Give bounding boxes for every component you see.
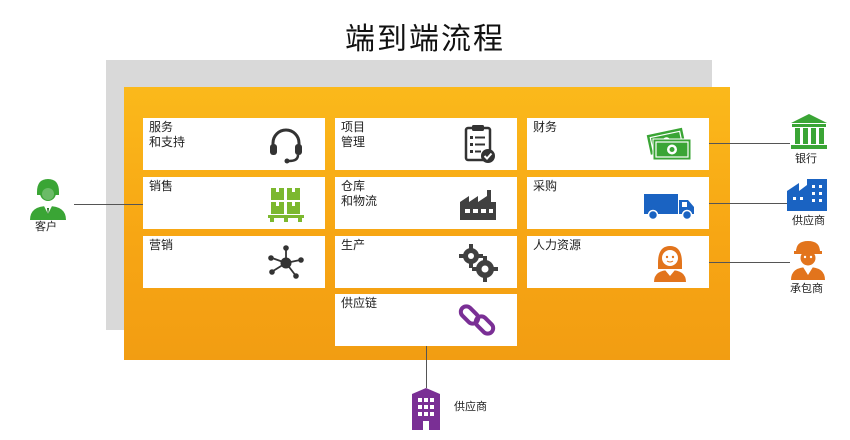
tile-project-management[interactable]: 项目 管理	[335, 118, 517, 170]
tile-production[interactable]: 生产	[335, 236, 517, 288]
worker-icon	[788, 238, 828, 280]
tile-human-resources[interactable]: 人力资源	[527, 236, 709, 288]
network-hub-icon	[265, 241, 307, 283]
headset-icon	[265, 123, 307, 165]
contractor-connector	[708, 262, 790, 263]
building-icon	[785, 177, 829, 211]
tile-label: 服务 和支持	[149, 120, 186, 149]
page-title: 端到端流程	[345, 22, 505, 57]
tile-label: 仓库 和物流	[341, 179, 378, 208]
tile-warehouse-logistics[interactable]: 仓库 和物流	[335, 177, 517, 229]
tile-label: 采购	[533, 179, 558, 193]
office-building-icon	[408, 386, 444, 430]
tile-service-support[interactable]: 服务 和支持	[143, 118, 325, 170]
supplier-right-label: 供应商	[792, 214, 825, 227]
tile-label: 人力资源	[533, 238, 582, 252]
money-icon	[643, 123, 693, 165]
woman-person-icon	[649, 241, 691, 283]
tile-finance[interactable]: 财务	[527, 118, 709, 170]
supplier-bottom-label: 供应商	[454, 400, 487, 413]
tile-supply-chain[interactable]: 供应链	[335, 294, 517, 346]
tile-marketing[interactable]: 营销	[143, 236, 325, 288]
factory-icon	[457, 182, 499, 224]
businessman-icon	[27, 176, 69, 220]
bank-icon	[789, 112, 829, 152]
tile-label: 生产	[341, 238, 366, 252]
tile-purchase[interactable]: 采购	[527, 177, 709, 229]
truck-icon	[641, 182, 697, 224]
supplier-right-connector	[708, 203, 790, 204]
boxes-pallet-icon	[265, 182, 307, 224]
bank-connector	[708, 143, 790, 144]
supplier-bottom-connector	[426, 346, 427, 388]
contractor-label: 承包商	[790, 282, 823, 295]
clipboard-checklist-icon	[457, 123, 499, 165]
tile-label: 财务	[533, 120, 558, 134]
tile-label: 销售	[149, 179, 174, 193]
tile-sales[interactable]: 销售	[143, 177, 325, 229]
tile-label: 营销	[149, 238, 174, 252]
gears-icon	[457, 241, 499, 283]
customer-connector	[74, 204, 144, 205]
tile-label: 供应链	[341, 296, 378, 310]
chain-link-icon	[457, 299, 499, 341]
tile-label: 项目 管理	[341, 120, 366, 149]
bank-label: 银行	[795, 152, 817, 165]
customer-label: 客户	[35, 220, 57, 233]
